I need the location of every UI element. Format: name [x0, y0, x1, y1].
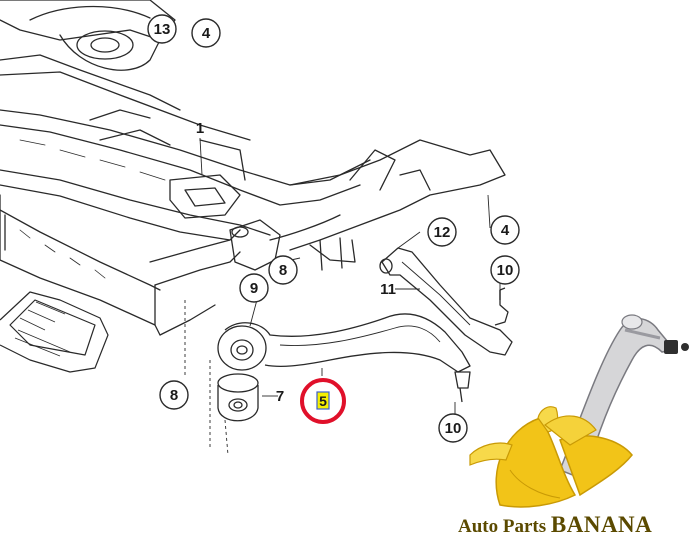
lower-control-arm-drawing: [217, 313, 471, 403]
svg-text:4: 4: [501, 222, 510, 239]
callout-4-right: 4: [490, 215, 520, 245]
callout-12: 12: [427, 217, 457, 247]
svg-text:12: 12: [434, 224, 451, 241]
svg-text:11: 11: [380, 281, 396, 298]
svg-text:10: 10: [497, 262, 514, 279]
callout-4-top: 4: [191, 18, 221, 48]
rubber-bushing-drawing: [217, 373, 259, 422]
callout-8-left: 8: [159, 380, 189, 410]
svg-text:10: 10: [445, 420, 462, 437]
svg-text:4: 4: [202, 25, 211, 42]
leader-lines: [184, 40, 501, 456]
callout-9: 9: [239, 273, 269, 303]
svg-text:7: 7: [276, 388, 284, 405]
brand-logo-banana-icon: [469, 406, 633, 508]
callout-11: 11: [380, 281, 396, 298]
brand-prefix: Auto Parts: [458, 516, 551, 537]
callout-5-highlighted: 5: [300, 378, 346, 424]
tension-strut-drawing: [379, 247, 513, 356]
callout-1: 1: [196, 120, 204, 137]
callout-10-bottom: 10: [438, 413, 468, 443]
brand-wordmark: Auto Parts BANANA: [458, 512, 694, 542]
svg-text:13: 13: [154, 21, 171, 38]
callout-10-top: 10: [490, 255, 520, 285]
callout-13: 13: [147, 14, 177, 44]
svg-text:8: 8: [170, 387, 178, 404]
svg-text:8: 8: [279, 262, 287, 279]
svg-text:9: 9: [250, 280, 258, 297]
underbody-shield-drawing: [0, 291, 109, 373]
callout-7: 7: [276, 388, 284, 405]
svg-text:5: 5: [319, 393, 327, 409]
callout-8-mid: 8: [268, 255, 298, 285]
front-subframe-drawing: [0, 0, 506, 336]
svg-text:1: 1: [196, 120, 204, 137]
brand-name: BANANA: [550, 512, 653, 537]
